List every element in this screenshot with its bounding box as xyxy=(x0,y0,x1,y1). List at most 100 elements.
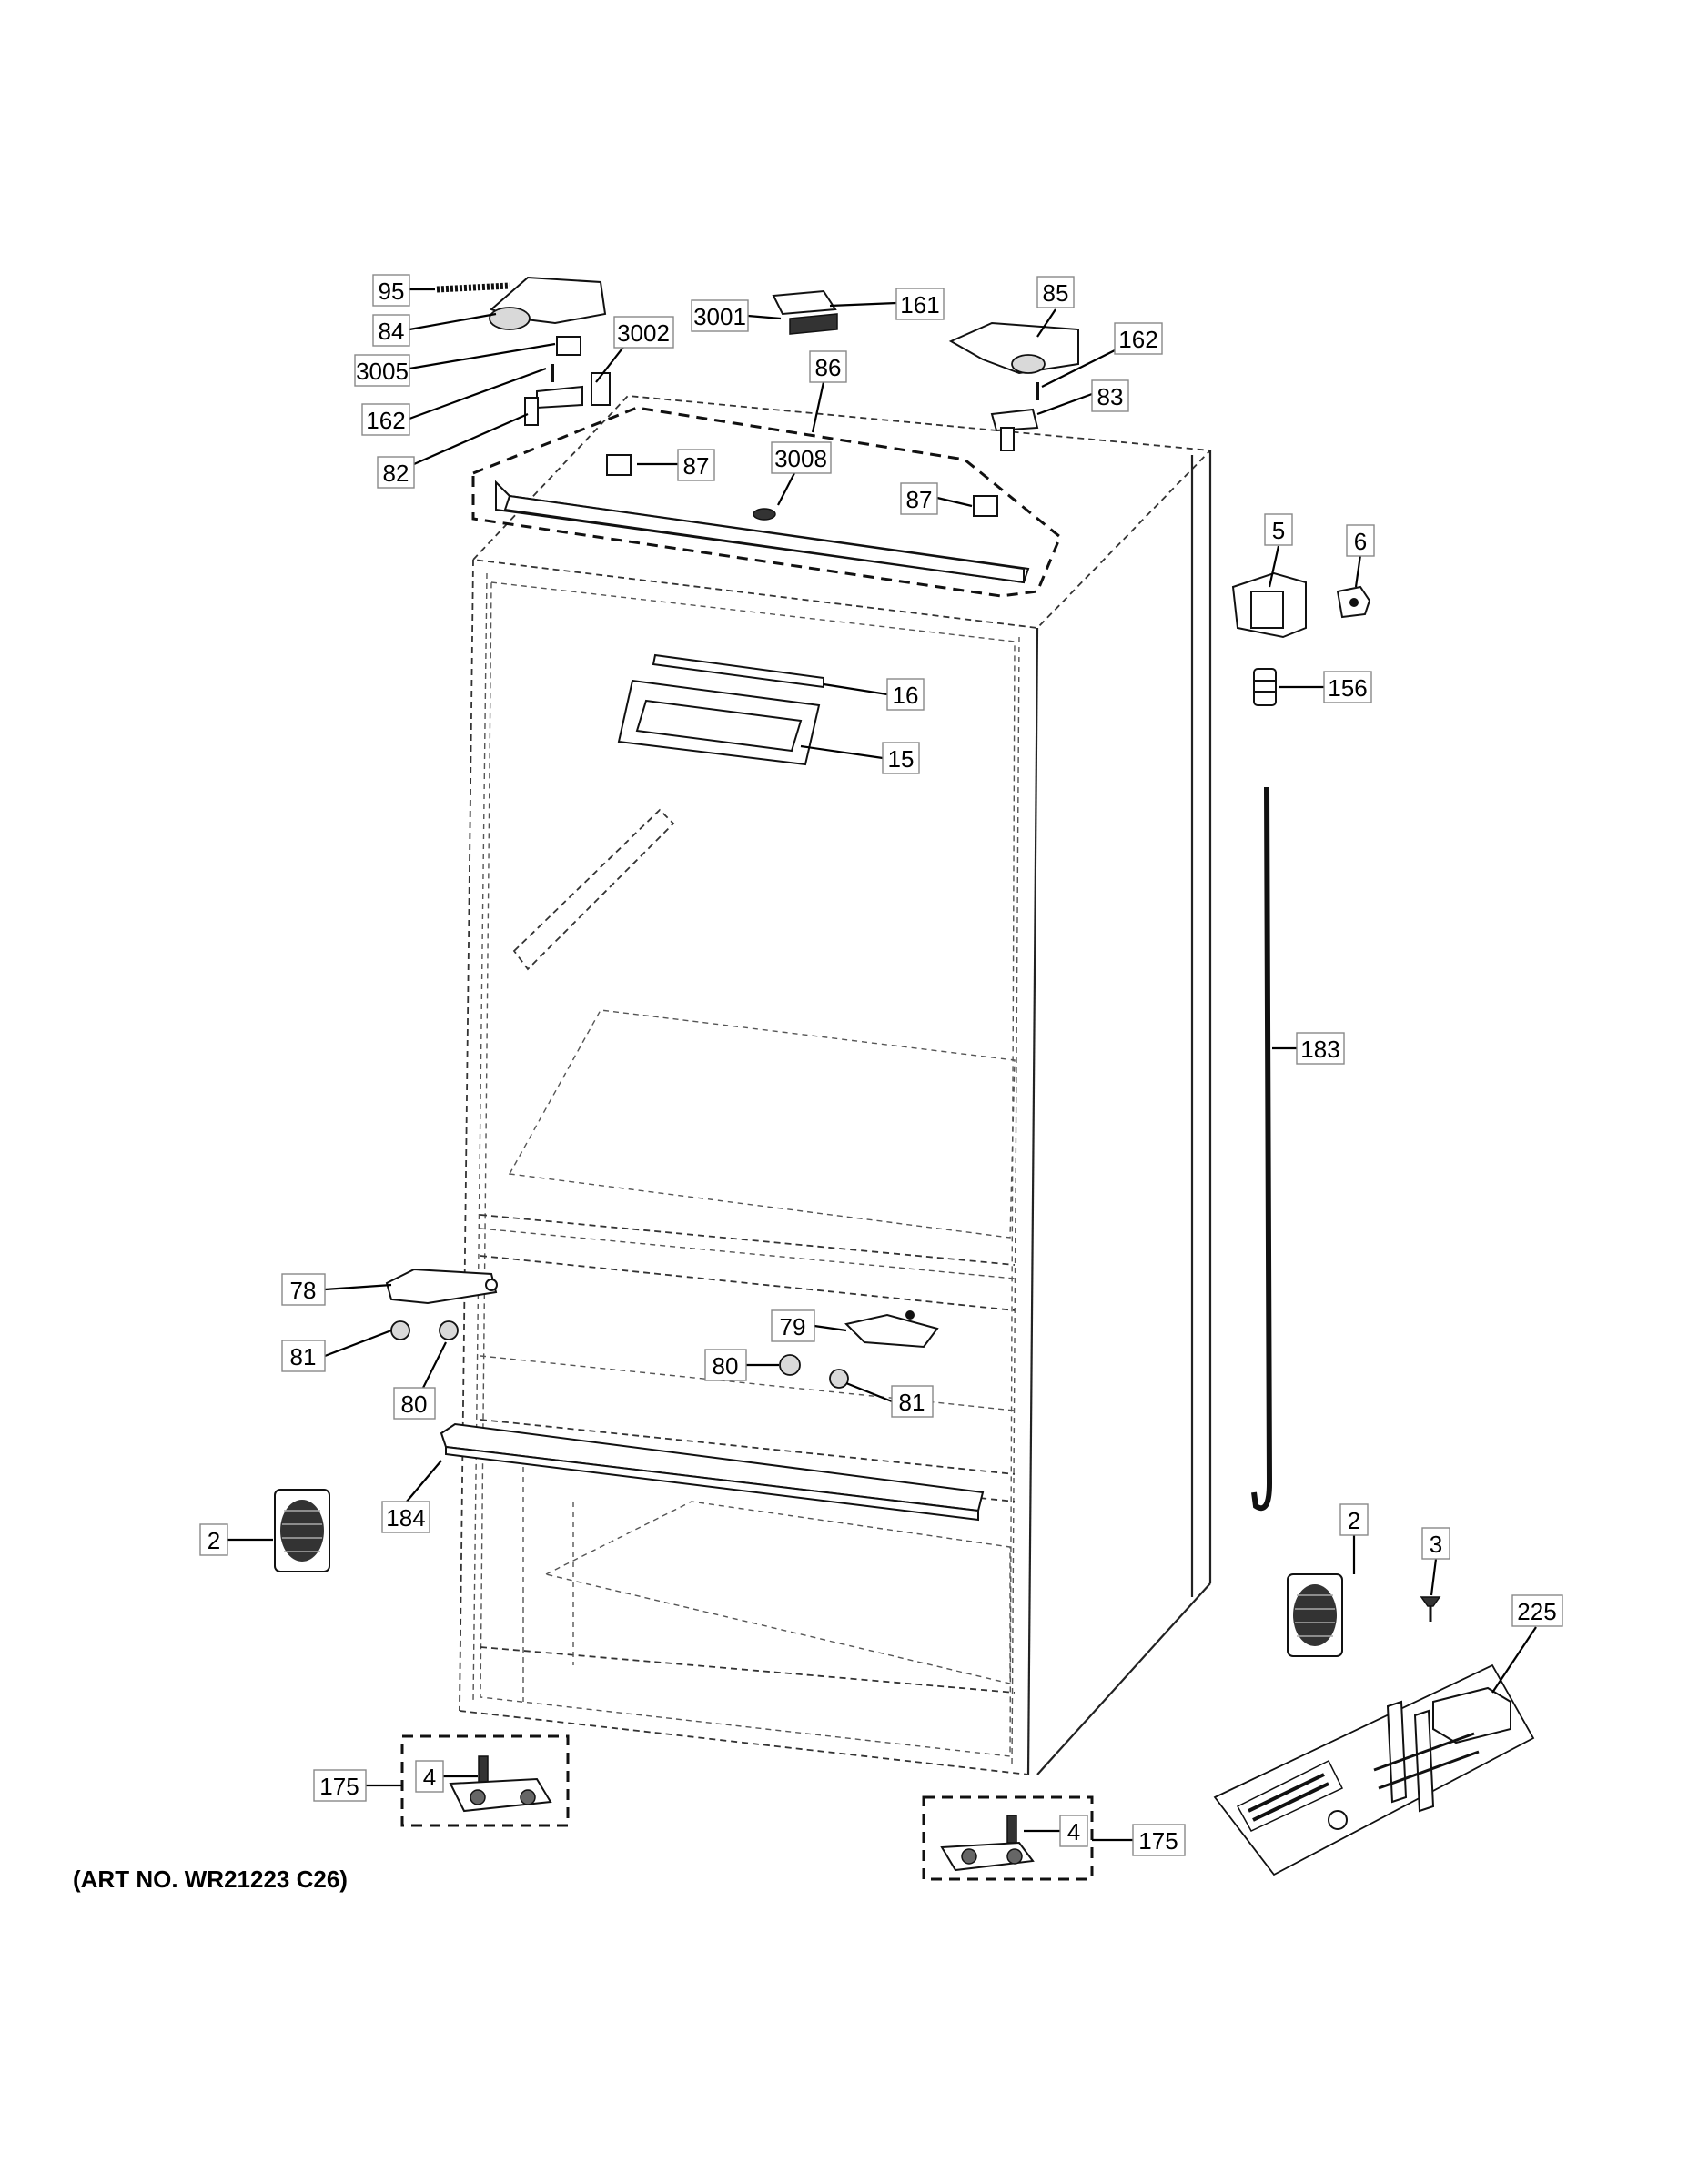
callout-label: 81 xyxy=(290,1343,317,1370)
callout-label: 175 xyxy=(1138,1827,1178,1855)
callout-16: 16 xyxy=(886,678,925,711)
literature-kit-part xyxy=(1213,1663,1535,1876)
callout-162-right: 162 xyxy=(1114,322,1163,355)
top-rail-part xyxy=(495,480,1030,584)
callout-15: 15 xyxy=(882,742,920,774)
callout-label: 162 xyxy=(1118,326,1157,353)
vent-grille-right xyxy=(1287,1573,1343,1657)
callout-label: 80 xyxy=(401,1390,428,1418)
callout-184: 184 xyxy=(381,1501,430,1533)
callout-label: 4 xyxy=(423,1764,436,1791)
callout-label: 175 xyxy=(319,1773,359,1800)
callout-3002: 3002 xyxy=(613,316,674,349)
callout-label: 87 xyxy=(906,486,933,513)
art-number-caption: (ART NO. WR21223 C26) xyxy=(73,1866,348,1893)
handle-bracket-parts xyxy=(1231,571,1371,639)
callout-83: 83 xyxy=(1091,379,1129,412)
callout-78: 78 xyxy=(281,1273,326,1306)
callout-label: 3 xyxy=(1430,1531,1442,1558)
callout-label: 15 xyxy=(888,745,915,773)
callout-label: 78 xyxy=(290,1277,317,1304)
callout-3001: 3001 xyxy=(691,299,749,332)
mullion-rail-part xyxy=(440,1422,985,1522)
callout-label: 3005 xyxy=(356,358,409,385)
callout-87-left: 87 xyxy=(677,449,715,481)
callout-label: 3002 xyxy=(617,319,670,347)
callout-84: 84 xyxy=(372,314,410,347)
callout-4-left: 4 xyxy=(415,1760,444,1793)
callout-2-right: 2 xyxy=(1339,1503,1369,1536)
callout-156: 156 xyxy=(1323,671,1372,703)
cabinet-outline xyxy=(459,395,1212,1775)
callout-label: 3001 xyxy=(693,303,746,330)
callout-label: 2 xyxy=(207,1527,220,1554)
callout-label: 4 xyxy=(1067,1818,1080,1845)
callout-85: 85 xyxy=(1036,276,1075,308)
connector-clip-right xyxy=(973,495,998,517)
left-top-hinge-parts xyxy=(436,276,611,426)
callout-175-right: 175 xyxy=(1132,1824,1186,1856)
callout-label: 82 xyxy=(383,460,409,487)
callout-3005: 3005 xyxy=(354,354,410,387)
callout-label: 2 xyxy=(1348,1507,1360,1534)
callout-label: 161 xyxy=(900,291,939,318)
right-top-hinge-parts xyxy=(948,321,1079,451)
callout-label: 184 xyxy=(386,1504,425,1532)
callout-80-center: 80 xyxy=(704,1349,747,1381)
callout-label: 86 xyxy=(815,354,842,381)
left-lower-hinge-part xyxy=(385,1268,498,1305)
callout-label: 183 xyxy=(1300,1036,1339,1063)
leveler-left-part xyxy=(449,1755,552,1813)
callout-183: 183 xyxy=(1296,1032,1345,1065)
vent-grille-left xyxy=(274,1489,330,1572)
callout-6: 6 xyxy=(1346,524,1375,557)
leveler-group-left-outline xyxy=(400,1734,570,1827)
callout-label: 162 xyxy=(366,407,405,434)
callout-5: 5 xyxy=(1264,513,1293,546)
callout-86: 86 xyxy=(809,350,847,383)
callout-79: 79 xyxy=(771,1309,815,1342)
callout-162-left: 162 xyxy=(361,403,410,436)
screw-3-part xyxy=(1420,1596,1441,1622)
callout-label: 16 xyxy=(893,682,919,709)
top-assembly-group-outline xyxy=(471,406,1062,598)
callout-80-left: 80 xyxy=(393,1387,436,1420)
callout-label: 80 xyxy=(713,1352,739,1380)
center-screws xyxy=(779,1354,849,1389)
connector-clip-left xyxy=(606,454,632,476)
callout-82: 82 xyxy=(377,456,415,489)
callout-87-right: 87 xyxy=(900,482,938,515)
callout-3: 3 xyxy=(1421,1527,1450,1560)
callout-161: 161 xyxy=(895,288,945,320)
callout-label: 87 xyxy=(683,452,710,480)
callout-3008: 3008 xyxy=(771,441,832,474)
water-tube-part xyxy=(1251,786,1273,1512)
callout-label: 6 xyxy=(1354,528,1367,555)
callout-label: 85 xyxy=(1043,279,1069,307)
callout-label: 83 xyxy=(1097,383,1124,410)
callout-81-left: 81 xyxy=(281,1340,326,1372)
callout-label: 95 xyxy=(379,278,405,305)
water-fitting-part xyxy=(1253,668,1277,706)
callout-label: 84 xyxy=(379,318,405,345)
callout-label: 5 xyxy=(1272,517,1285,544)
left-screws xyxy=(390,1320,459,1340)
leveler-group-right-outline xyxy=(922,1795,1094,1881)
callout-label: 156 xyxy=(1328,674,1367,702)
leader-lines xyxy=(227,288,1537,1842)
callout-label: 79 xyxy=(780,1313,806,1340)
dispenser-panel-parts xyxy=(617,653,824,766)
callout-81-center: 81 xyxy=(891,1385,934,1418)
callout-label: 3008 xyxy=(774,445,827,472)
center-lower-hinge-part xyxy=(844,1310,939,1349)
callout-95: 95 xyxy=(372,274,410,307)
callout-4-right: 4 xyxy=(1059,1815,1088,1847)
leveler-right-part xyxy=(940,1815,1035,1872)
callout-label: 81 xyxy=(899,1389,925,1416)
callout-2-left: 2 xyxy=(199,1523,228,1556)
callout-225: 225 xyxy=(1511,1594,1563,1627)
callout-label: 225 xyxy=(1517,1598,1556,1625)
callout-175-left: 175 xyxy=(313,1769,367,1802)
control-board-parts xyxy=(772,289,838,335)
